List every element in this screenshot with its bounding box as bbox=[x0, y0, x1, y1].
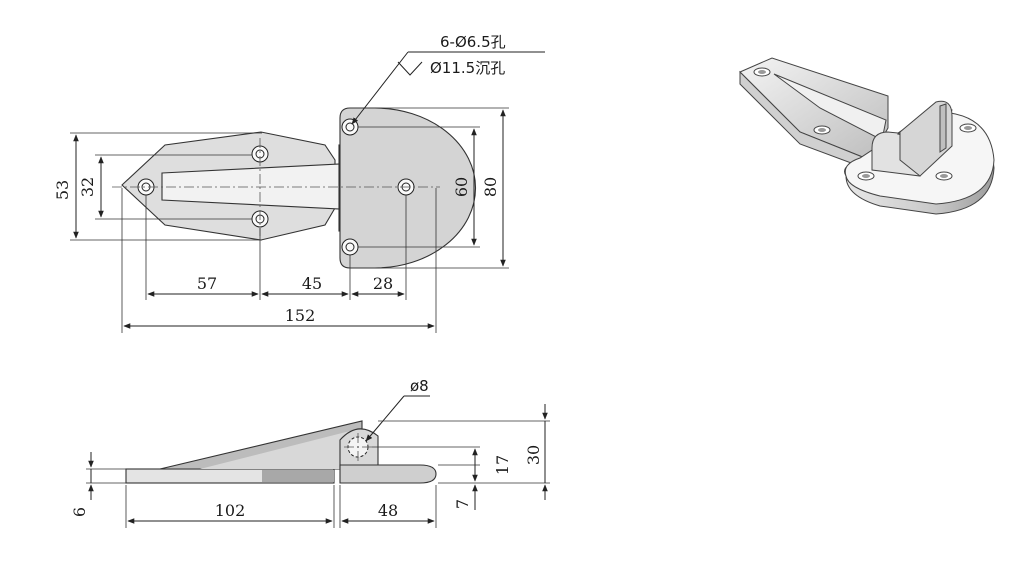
dim-48: 48 bbox=[341, 501, 435, 524]
dim-60: 60 bbox=[452, 128, 477, 246]
dim-60-label: 60 bbox=[452, 177, 471, 197]
dim-53-label: 53 bbox=[53, 180, 72, 200]
hole-callout-line1: 6-Ø6.5孔 bbox=[440, 33, 506, 51]
dim-57-label: 57 bbox=[197, 274, 217, 293]
dim-102-label: 102 bbox=[215, 501, 246, 520]
pin-callout: ø8 bbox=[365, 377, 430, 442]
dim-32-label: 32 bbox=[78, 177, 97, 197]
dim-152: 152 bbox=[123, 306, 435, 329]
dim-28-label: 28 bbox=[373, 274, 393, 293]
countersunk-holes bbox=[137, 118, 415, 256]
hole-callout-line2: Ø11.5沉孔 bbox=[430, 59, 505, 77]
dim-30: 30 bbox=[524, 404, 548, 500]
dim-53: 53 bbox=[53, 132, 262, 241]
top-view: 53 32 57 45 28 152 bbox=[53, 33, 545, 333]
isometric-view bbox=[739, 57, 995, 215]
dim-80: 80 bbox=[481, 109, 506, 267]
dim-6: 6 bbox=[70, 452, 94, 517]
dim-45: 45 bbox=[261, 274, 349, 297]
dim-80-label: 80 bbox=[481, 177, 500, 197]
dim-17-label: 17 bbox=[493, 455, 512, 475]
dim-7-label: 7 bbox=[453, 499, 472, 509]
dim-6-label: 6 bbox=[70, 507, 89, 517]
dim-102: 102 bbox=[127, 501, 333, 524]
dim-17: 17 bbox=[472, 448, 512, 482]
dim-48-label: 48 bbox=[378, 501, 398, 520]
dim-32: 32 bbox=[78, 154, 252, 220]
dim-7: 7 bbox=[453, 484, 478, 510]
side-plate bbox=[339, 464, 437, 484]
iso-knuckle-back bbox=[899, 100, 953, 177]
side-view: ø8 6 102 48 17 bbox=[70, 377, 550, 528]
dim-45-label: 45 bbox=[302, 274, 322, 293]
hole-callout: 6-Ø6.5孔 Ø11.5沉孔 bbox=[351, 33, 545, 125]
dim-57: 57 bbox=[147, 274, 259, 297]
dim-28: 28 bbox=[351, 274, 405, 297]
dim-30-label: 30 bbox=[524, 445, 543, 465]
dim-152-label: 152 bbox=[285, 306, 316, 325]
pin-callout-label: ø8 bbox=[410, 377, 429, 395]
